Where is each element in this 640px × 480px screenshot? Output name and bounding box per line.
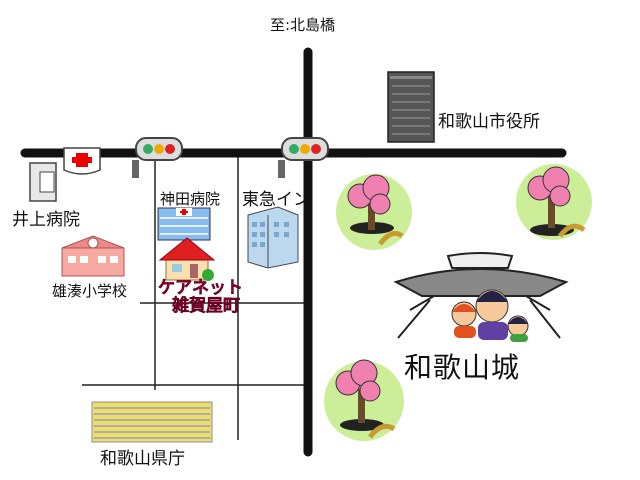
kanda-hospital-building-icon xyxy=(157,207,211,241)
city-hall-label: 和歌山市役所 xyxy=(438,112,540,132)
traffic-signal-icon xyxy=(132,137,183,178)
north-direction-label: 至:北島橋 xyxy=(270,16,336,34)
cherry-blossom-tree-icon xyxy=(324,359,404,441)
school-label: 雄湊小学校 xyxy=(52,282,128,300)
pref-office-label: 和歌山県庁 xyxy=(100,449,185,469)
kanda-hospital-label: 神田病院 xyxy=(160,190,221,208)
inoue-hospital-icon xyxy=(29,147,101,202)
castle-label: 和歌山城 xyxy=(404,351,521,384)
tokyu-inn-label: 東急イン xyxy=(242,190,310,210)
cherry-blossom-tree-icon xyxy=(516,164,592,240)
traffic-signal-icon xyxy=(278,137,329,178)
pref-office-building-icon xyxy=(91,401,213,443)
care-net-address-label[interactable]: 雑賀屋町 xyxy=(172,296,240,316)
cherry-blossom-tree-icon xyxy=(336,174,412,250)
inoue-hospital-label: 井上病院 xyxy=(12,210,80,230)
care-net-label[interactable]: ケアネット xyxy=(158,278,243,298)
care-net-house-icon xyxy=(158,237,216,281)
city-hall-building-icon xyxy=(387,71,435,143)
tokyu-inn-building-icon xyxy=(247,206,299,269)
castle-icon xyxy=(393,252,569,342)
school-building-icon xyxy=(61,235,125,277)
minor-roads xyxy=(82,153,305,440)
